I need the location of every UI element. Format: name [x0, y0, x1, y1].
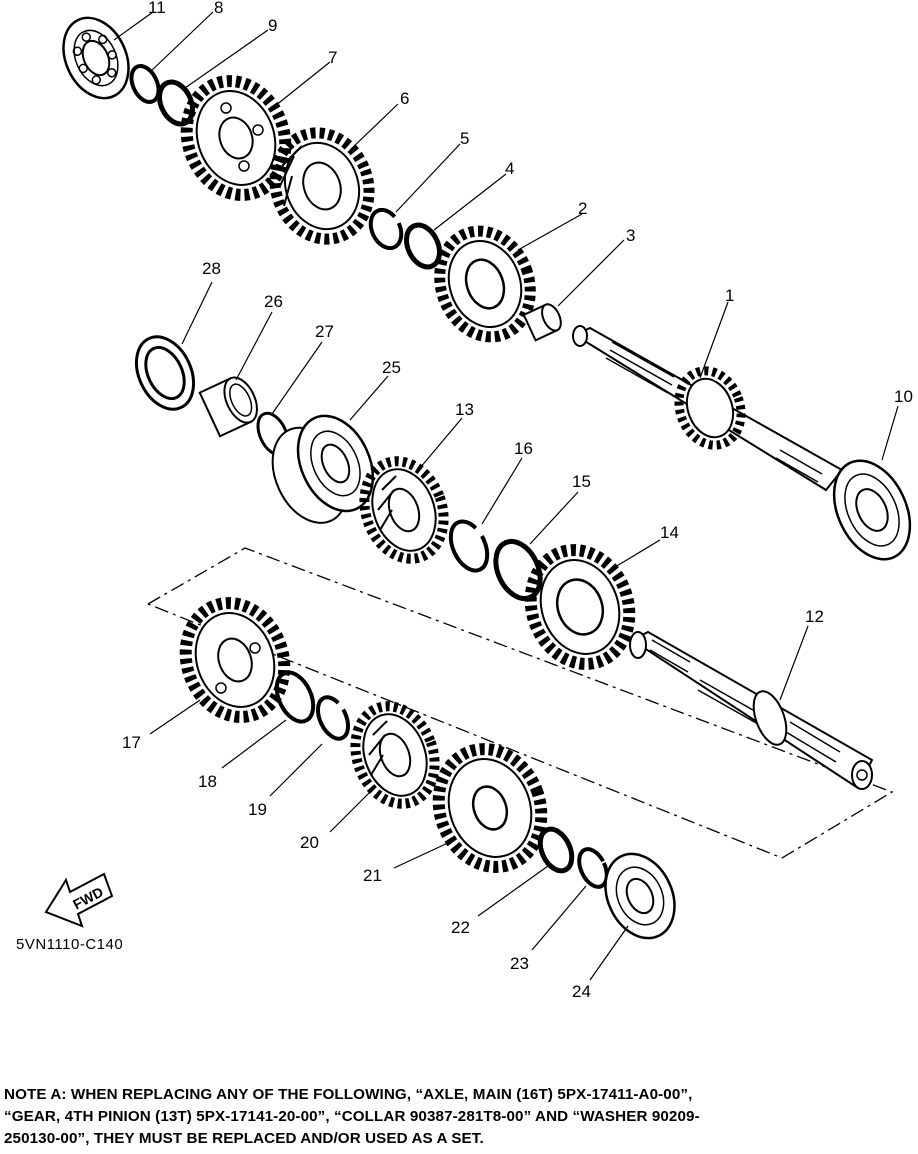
circlip-8 [129, 64, 161, 104]
washer-15 [493, 539, 543, 601]
callout-24: 24 [572, 982, 591, 1001]
bearing-10 [832, 459, 912, 561]
callout-4: 4 [505, 159, 514, 178]
gear-14 [524, 544, 636, 670]
washer-18 [274, 670, 316, 724]
catalog-code: 5VN1110-C140 [16, 936, 124, 953]
callout-10: 10 [894, 387, 913, 406]
collar-26 [198, 376, 258, 438]
callout-21: 21 [363, 866, 382, 885]
callout-26: 26 [264, 292, 283, 311]
axle-main-1 [572, 325, 844, 492]
callout-12: 12 [805, 607, 824, 626]
callout-22: 22 [451, 918, 470, 937]
callout-1: 1 [725, 286, 734, 305]
gear-7 [180, 75, 292, 201]
callout-15: 15 [572, 472, 591, 491]
gear-21 [432, 743, 548, 873]
callout-28: 28 [202, 259, 221, 278]
callout-7: 7 [328, 48, 337, 67]
callout-9: 9 [268, 16, 277, 35]
callout-25: 25 [382, 358, 401, 377]
gear-2 [434, 225, 536, 343]
note-line-3: 250130-00”, THEY MUST BE REPLACED AND/OR… [4, 1130, 484, 1147]
callout-18: 18 [198, 772, 217, 791]
circlip-16 [448, 519, 490, 573]
note-line-1: NOTE A: WHEN REPLACING ANY OF THE FOLLOW… [4, 1086, 693, 1103]
callout-11: 11 [148, 0, 166, 17]
axle-drive-12 [629, 630, 874, 790]
callout-5: 5 [460, 129, 469, 148]
circlip-19 [315, 695, 351, 741]
collar-3 [522, 303, 562, 342]
washer-22 [537, 826, 575, 874]
note-a: NOTE A: WHEN REPLACING ANY OF THE FOLLOW… [4, 1084, 916, 1150]
callout-19: 19 [248, 800, 267, 819]
callout-13: 13 [455, 400, 474, 419]
callout-8: 8 [214, 0, 223, 17]
washer-4 [404, 222, 442, 270]
gear-6 [269, 127, 375, 245]
callout-20: 20 [300, 833, 319, 852]
bearing-25 [271, 414, 375, 524]
bearing-24 [604, 852, 676, 940]
set-boundary [147, 547, 894, 859]
gear-20 [350, 701, 440, 809]
callout-6: 6 [400, 89, 409, 108]
callout-27: 27 [315, 322, 334, 341]
callout-14: 14 [660, 523, 679, 542]
note-line-2: “GEAR, 4TH PINION (13T) 5PX-17141-20-00”… [4, 1108, 700, 1125]
oil-seal-28 [134, 335, 196, 411]
gear-17 [179, 597, 291, 723]
bearing-11 [62, 16, 130, 100]
callout-23: 23 [510, 954, 529, 973]
callout-2: 2 [578, 199, 587, 218]
leader-lines [113, 11, 899, 981]
transmission-exploded-diagram: 11 8 9 7 6 5 4 2 3 1 10 28 26 27 25 13 1… [44, 0, 913, 1001]
callout-3: 3 [626, 226, 635, 245]
circlip-5 [368, 207, 404, 251]
callout-17: 17 [122, 733, 141, 752]
fwd-arrow-icon: FWD [44, 872, 114, 928]
callout-labels: 11 8 9 7 6 5 4 2 3 1 10 28 26 27 25 13 1… [122, 0, 913, 1001]
callout-16: 16 [514, 439, 533, 458]
